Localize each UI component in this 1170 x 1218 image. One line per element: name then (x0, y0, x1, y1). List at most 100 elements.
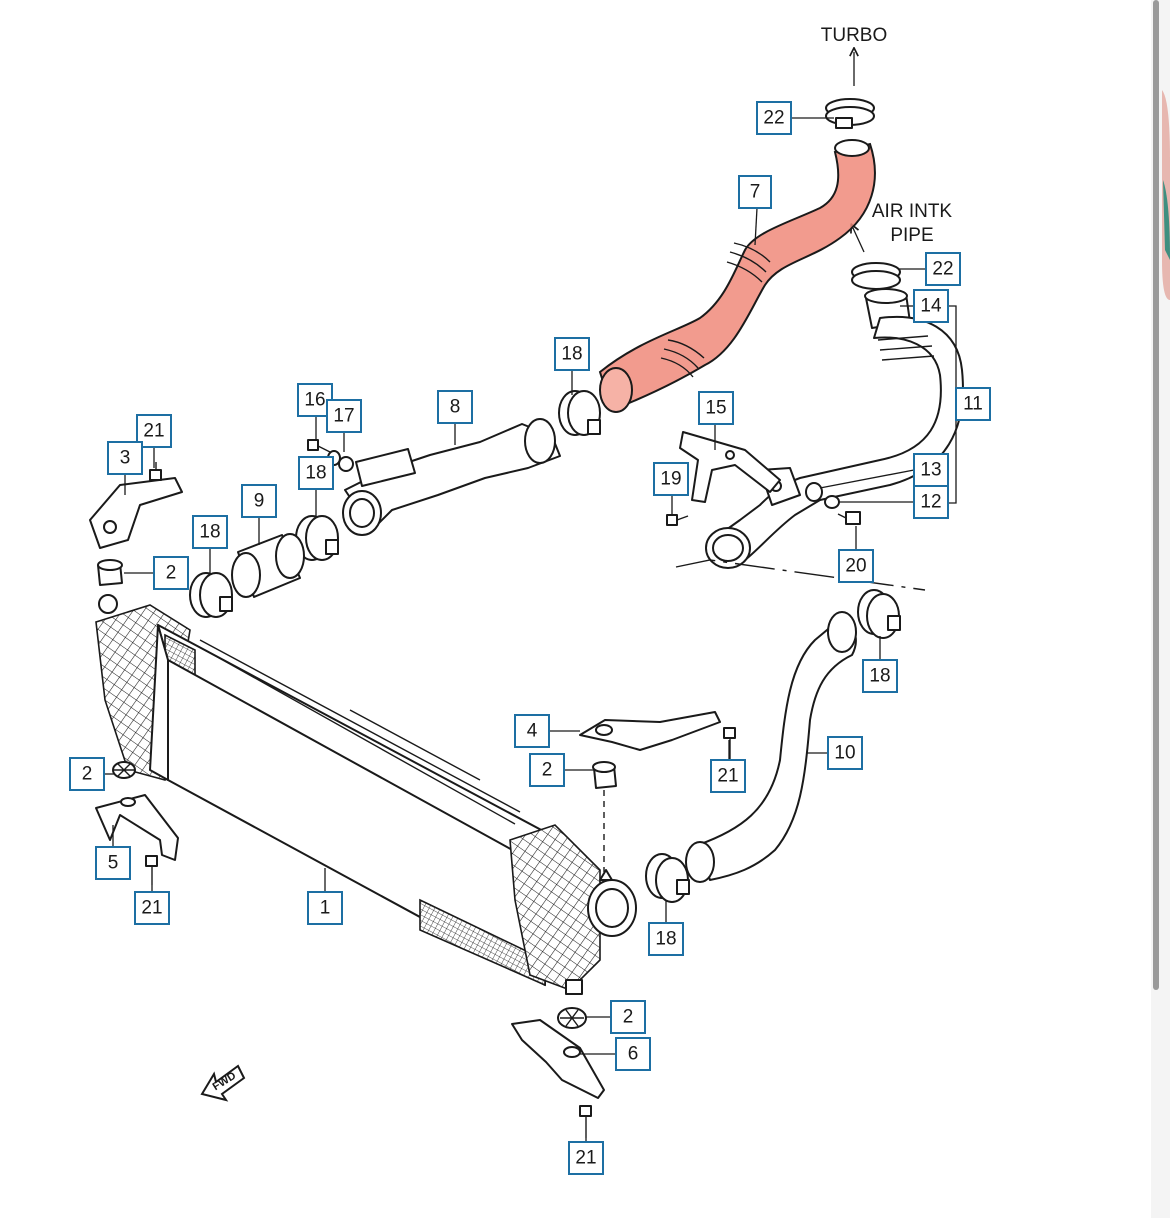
callout-18-mid: 18 (298, 456, 334, 490)
callout-18-left: 18 (192, 515, 228, 549)
svg-text:17: 17 (333, 406, 354, 427)
bolt-21-lower-left (145, 855, 158, 885)
svg-text:21: 21 (575, 1148, 596, 1169)
svg-text:16: 16 (304, 390, 325, 411)
grommet-2-upper-left (97, 559, 123, 586)
callout-21-right: 21 (710, 759, 746, 793)
air-intake-arrow (853, 228, 865, 253)
callout-18-right-bottom: 18 (648, 922, 684, 956)
svg-text:18: 18 (305, 463, 326, 484)
bolt-20 (837, 511, 861, 525)
intercooler-outlet-hose-7 (598, 139, 876, 413)
bracket-3 (89, 477, 183, 549)
bracket-4 (579, 711, 721, 751)
bracket-6 (511, 1019, 605, 1099)
hose-10 (685, 611, 857, 883)
callout-3: 3 (107, 441, 143, 475)
svg-text:22: 22 (763, 108, 784, 129)
intercooler-pipe-8 (342, 418, 561, 536)
callout-9: 9 (241, 484, 277, 518)
air-intake-label-line2: PIPE (890, 225, 933, 246)
section-divider (675, 559, 926, 591)
hose-7-highlight (598, 142, 876, 412)
air-intake-label-line1: AIR INTK (872, 201, 953, 222)
svg-text:14: 14 (920, 296, 942, 317)
turbo-label: TURBO (821, 25, 888, 46)
bolt-21-bottom (579, 1105, 592, 1138)
grommet-2-center (592, 761, 617, 789)
callout-8: 8 (437, 390, 473, 424)
bolt-19 (666, 514, 689, 526)
grommet-13 (805, 482, 823, 502)
callout-13: 13 (913, 453, 949, 487)
svg-text:11: 11 (963, 394, 983, 415)
callout-14: 14 (913, 289, 949, 323)
callout-2-lower-left: 2 (69, 757, 105, 791)
right-edge-strip (1151, 0, 1170, 1218)
hose-clamp-22-right (851, 262, 901, 290)
svg-text:18: 18 (561, 344, 582, 365)
callout-1: 1 (307, 891, 343, 925)
svg-text:21: 21 (717, 766, 738, 787)
callout-17: 17 (326, 399, 362, 433)
svg-text:12: 12 (920, 492, 941, 513)
callout-20: 20 (838, 549, 874, 583)
hose-clamp-18-right-top (857, 589, 901, 639)
svg-text:15: 15 (705, 398, 726, 419)
callout-2-upper-left: 2 (153, 556, 189, 590)
svg-text:9: 9 (254, 491, 265, 512)
svg-text:20: 20 (845, 556, 866, 577)
leader-lines (104, 117, 966, 1142)
callout-2-center: 2 (529, 753, 565, 787)
hose-clamp-18-right-bottom (645, 853, 690, 903)
hose-9 (231, 533, 305, 598)
callout-6: 6 (615, 1037, 651, 1071)
grommet-2-lower-left (112, 761, 136, 779)
svg-text:18: 18 (869, 666, 890, 687)
svg-text:19: 19 (660, 469, 681, 490)
bolt-21-right (723, 727, 736, 760)
callout-10: 10 (827, 736, 863, 770)
bracket-15 (679, 431, 781, 503)
svg-text:2: 2 (82, 764, 93, 785)
hose-clamp-18-left (189, 572, 233, 618)
svg-text:2: 2 (166, 563, 177, 584)
svg-text:18: 18 (199, 522, 220, 543)
svg-text:3: 3 (120, 448, 131, 469)
callout-21-lower-left: 21 (134, 891, 170, 925)
callout-4: 4 (514, 714, 550, 748)
svg-text:13: 13 (920, 460, 941, 481)
svg-text:2: 2 (623, 1007, 634, 1028)
callout-5: 5 (95, 846, 131, 880)
svg-text:18: 18 (655, 929, 676, 950)
washer-12 (824, 495, 840, 509)
forward-direction-arrow: FWD (200, 1064, 246, 1102)
hose-clamp-18-mid (295, 515, 339, 561)
svg-text:21: 21 (141, 898, 162, 919)
grommet-2-bottom (557, 1007, 587, 1029)
callout-21-bottom: 21 (568, 1141, 604, 1175)
callout-12: 12 (913, 485, 949, 519)
callout-22-top: 22 (756, 101, 792, 135)
callout-15: 15 (698, 391, 734, 425)
callout-7: 7 (738, 175, 772, 209)
svg-text:7: 7 (750, 182, 761, 203)
callout-2-bottom: 2 (610, 1000, 646, 1034)
bolt-16 (307, 439, 331, 453)
svg-text:2: 2 (542, 760, 553, 781)
callout-18-right-top: 18 (862, 659, 898, 693)
svg-text:10: 10 (834, 743, 855, 764)
svg-text:21: 21 (143, 421, 164, 442)
svg-text:4: 4 (527, 721, 538, 742)
hose-clamp-18-upper (558, 390, 601, 436)
hose-clamp-22-top (825, 98, 875, 129)
callout-11: 11 (955, 387, 991, 421)
svg-text:1: 1 (320, 898, 331, 919)
bolt-21-upper-left (149, 462, 162, 481)
svg-text:6: 6 (628, 1044, 639, 1065)
callout-18-upper: 18 (554, 337, 590, 371)
air-intake-pipe-11 (705, 315, 964, 569)
callout-22-right: 22 (925, 252, 961, 286)
intercooler-core-1 (95, 594, 637, 995)
svg-text:22: 22 (932, 259, 953, 280)
